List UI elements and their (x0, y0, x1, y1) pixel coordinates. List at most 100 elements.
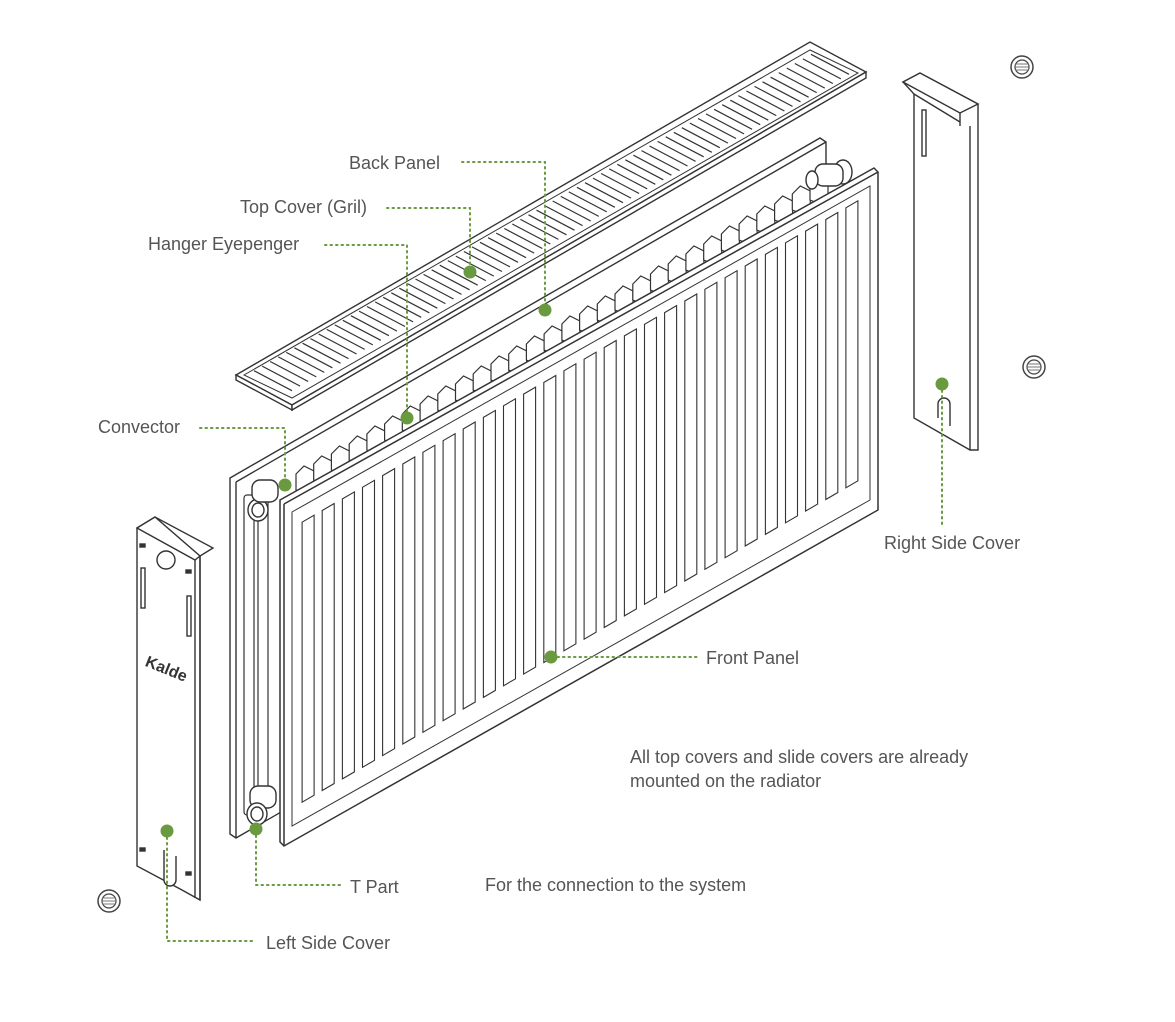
front-panel-channel (462, 421, 476, 710)
front-panel-channel (664, 304, 678, 594)
grille-slot (495, 232, 535, 254)
grille-slot (310, 338, 349, 360)
grille-slot (366, 305, 406, 328)
grille-slot (326, 328, 365, 350)
grille-slot (560, 195, 600, 217)
grille-slot (536, 209, 575, 231)
callout-dots (160, 265, 949, 838)
t-part-dot (249, 822, 263, 836)
grille-slot (278, 356, 317, 378)
grille-slot (286, 351, 325, 373)
plug-icon (97, 889, 121, 913)
front-panel-channel (382, 467, 396, 757)
front-panel-channel (784, 234, 799, 524)
grille-slot (649, 145, 688, 167)
grille-slot (350, 315, 390, 337)
grille-slot (471, 246, 511, 268)
front-panel-channel (684, 293, 698, 582)
front-panel-channel (845, 199, 859, 489)
label-back-panel: Back Panel (349, 153, 441, 173)
grille-slot (399, 287, 438, 309)
label-convector: Convector (98, 417, 181, 437)
grille-slot (463, 250, 503, 273)
top-cover-dot (463, 265, 477, 279)
right-side-cover-dot (935, 377, 949, 391)
grille-slot (778, 72, 817, 94)
front-panel-channel (603, 339, 617, 629)
grille-slot (342, 319, 382, 341)
grille-slot (253, 370, 293, 392)
front-panel-channel (764, 246, 778, 536)
grille-slot (633, 154, 672, 176)
front-panel-dot (544, 650, 558, 664)
top-pipes (247, 159, 853, 522)
plug-icon (1010, 55, 1034, 79)
grille-slot (673, 131, 713, 153)
grille-slot (681, 127, 721, 149)
label-top-cover: Top Cover (Gril) (240, 197, 368, 217)
leader-lines (166, 161, 943, 942)
grille-slot (794, 62, 834, 85)
front-panel-channel (321, 502, 335, 792)
grille-slot (423, 273, 462, 295)
grille-slot (713, 108, 753, 130)
front-panel-channels (301, 199, 859, 804)
grille-slot (552, 200, 591, 222)
left-side-cover-dot (160, 824, 174, 838)
hanger-dot (400, 411, 414, 425)
grille-slot (318, 333, 357, 355)
left-side-cover (135, 516, 215, 902)
back-panel-columns (243, 491, 269, 816)
grille-slot (512, 223, 551, 245)
label-front-panel: Front Panel (706, 648, 800, 668)
grille-slot (302, 342, 341, 364)
label-hanger: Hanger Eyepenger (148, 234, 300, 254)
grille-slot (746, 90, 785, 112)
label-t-part: T Part (350, 877, 399, 897)
front-panel-channel (341, 490, 355, 780)
front-panel-channel (543, 374, 557, 664)
front-panel-channel (442, 432, 456, 722)
grille-slot (455, 255, 495, 277)
grille-slot (608, 168, 648, 190)
front-panel-channel (361, 479, 376, 769)
grille-slot (391, 292, 430, 314)
front-panel-channel (825, 211, 839, 501)
grille-slot (600, 172, 640, 195)
grille-slot (382, 296, 422, 318)
grille-slot (334, 324, 374, 346)
grille-slot (689, 122, 729, 144)
grille-slot (504, 227, 543, 250)
grille-slot (657, 140, 696, 162)
grille-slot (487, 237, 527, 259)
front-panel-channel (482, 409, 496, 699)
grille-slot (754, 85, 793, 107)
front-panel-channel (301, 514, 315, 804)
grille-slot (738, 95, 777, 117)
grille-slot (770, 76, 809, 98)
note-mounted: All top covers and slide covers are alre… (630, 747, 969, 791)
front-panel-channel (805, 223, 819, 513)
grille-slot (697, 117, 737, 140)
grille-slot (802, 58, 842, 80)
front-panel-channel (563, 362, 577, 652)
grille-slot (592, 177, 632, 199)
grille-slot (439, 264, 478, 286)
grille-slot (665, 136, 704, 158)
grille-slot (584, 182, 624, 204)
t-part-pipe (246, 785, 277, 826)
front-panel-channel (583, 351, 597, 641)
convector-dot (278, 478, 292, 492)
grille-slot (721, 104, 761, 126)
front-panel-channel (502, 397, 517, 687)
grille-slot (568, 191, 608, 213)
front-panel-channel (643, 316, 658, 606)
grille-slot (544, 205, 583, 227)
plug-icon (1022, 355, 1046, 379)
grille-slot (576, 186, 616, 208)
front-panel-channel (422, 444, 436, 734)
front-panel-channel (523, 386, 537, 676)
front-panel-channel (402, 456, 416, 745)
